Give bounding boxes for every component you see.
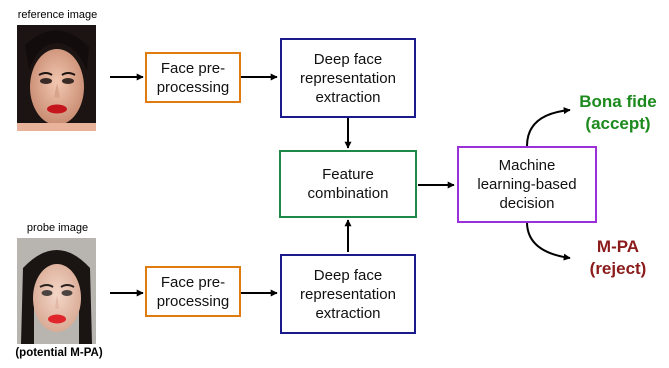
- mpa-reject-label: M-PA (reject): [589, 237, 647, 278]
- bona-fide-accept-label: Bona fide (accept): [579, 92, 657, 133]
- potential-mpa-note: (potential M-PA): [15, 347, 103, 359]
- face-preprocessing-top-box: Face pre-processing: [145, 52, 241, 103]
- face-preprocessing-bottom-box: Face pre-processing: [145, 266, 241, 317]
- reference-image-caption: reference image: [17, 9, 98, 21]
- probe-image-caption: probe image: [26, 222, 89, 234]
- probe-face-image: [17, 238, 96, 344]
- arrow-ml-to-mpa: [526, 221, 571, 261]
- reference-face-image: [17, 25, 96, 131]
- arrow-ml-to-bona-fide: [526, 107, 571, 147]
